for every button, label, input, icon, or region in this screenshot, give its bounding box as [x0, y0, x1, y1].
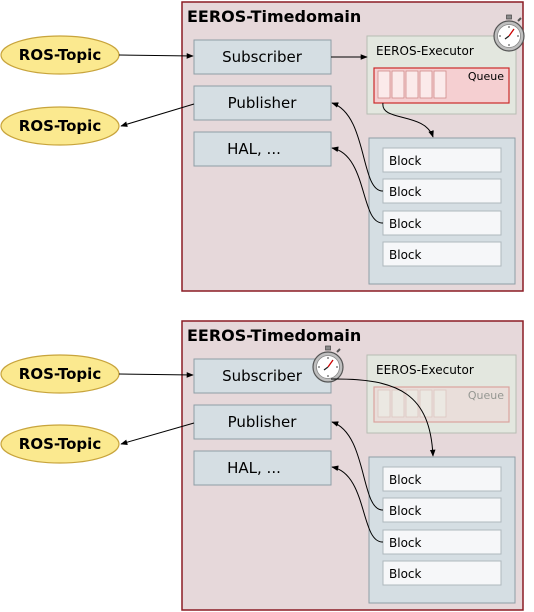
ros-topic-output-label: ROS-Topic — [19, 435, 101, 453]
queue-slot — [419, 70, 433, 99]
publisher-label: Publisher — [228, 413, 298, 431]
blocks-container: Block Block Block Block — [368, 137, 516, 285]
ros-topic-output: ROS-Topic — [0, 106, 120, 146]
publisher-label: Publisher — [228, 94, 298, 112]
ros-topic-output: ROS-Topic — [0, 424, 120, 464]
block-label: Block — [389, 504, 422, 518]
arrows — [118, 53, 434, 224]
executor-box: EEROS-Executor — [366, 354, 517, 434]
queue-label: Queue — [468, 389, 504, 402]
arrow-block-to-hal — [331, 465, 384, 543]
subscriber-box: Subscriber — [193, 39, 332, 75]
publisher-box: Publisher — [193, 85, 332, 121]
block: Block — [382, 241, 502, 267]
queue-slot — [433, 70, 447, 99]
block: Block — [382, 529, 502, 555]
block: Block — [382, 147, 502, 173]
queue: Queue — [373, 386, 510, 423]
queue-slot — [377, 389, 391, 418]
arrow-block-to-publisher — [331, 102, 384, 192]
block-label: Block — [389, 248, 422, 262]
subscriber-box: Subscriber — [193, 358, 332, 394]
block-label: Block — [389, 154, 422, 168]
executor-label: EEROS-Executor — [376, 363, 474, 377]
diagram-2: EEROS-Timedomain ROS-Topic ROS-Topic Sub… — [0, 320, 524, 611]
arrow-block-to-publisher — [331, 421, 384, 511]
subscriber-label: Subscriber — [222, 48, 303, 66]
block: Block — [382, 210, 502, 236]
ros-topic-output-label: ROS-Topic — [19, 117, 101, 135]
ros-topic-input: ROS-Topic — [0, 354, 120, 394]
arrows — [118, 372, 436, 543]
arrow-queue-to-blocks — [382, 102, 434, 138]
queue-slot — [391, 70, 405, 99]
timedomain-title: EEROS-Timedomain — [187, 7, 361, 26]
ros-topic-input: ROS-Topic — [0, 35, 120, 75]
hal-box: HAL, ... — [193, 131, 332, 167]
queue-slot — [405, 70, 419, 99]
arrow-topic-to-subscriber — [118, 372, 194, 378]
queue-slot — [377, 70, 391, 99]
queue-slot — [391, 389, 405, 418]
queue-slot — [433, 389, 447, 418]
block: Block — [382, 466, 502, 492]
hal-label: HAL, ... — [227, 140, 281, 158]
publisher-box: Publisher — [193, 404, 332, 440]
arrow-block-to-hal — [331, 146, 384, 224]
block: Block — [382, 560, 502, 586]
arrow-subscriber-to-blocks — [330, 378, 436, 457]
ros-topic-input-label: ROS-Topic — [19, 365, 101, 383]
arrow-publisher-to-topic — [120, 103, 195, 127]
block-label: Block — [389, 217, 422, 231]
queue: Queue — [373, 67, 510, 104]
block: Block — [382, 497, 502, 523]
blocks-container: Block Block Block Block — [368, 456, 516, 604]
executor-label: EEROS-Executor — [376, 44, 474, 58]
ros-topic-input-label: ROS-Topic — [19, 46, 101, 64]
block-label: Block — [389, 185, 422, 199]
arrow-publisher-to-topic — [120, 422, 195, 445]
block: Block — [382, 178, 502, 204]
timedomain-title: EEROS-Timedomain — [187, 326, 361, 345]
subscriber-label: Subscriber — [222, 367, 303, 385]
arrow-topic-to-subscriber — [118, 53, 194, 59]
queue-label: Queue — [468, 70, 504, 83]
block-label: Block — [389, 473, 422, 487]
block-label: Block — [389, 536, 422, 550]
hal-box: HAL, ... — [193, 450, 332, 486]
hal-label: HAL, ... — [227, 459, 281, 477]
diagram-1: EEROS-Timedomain ROS-Topic ROS-Topic Sub… — [0, 1, 525, 292]
block-label: Block — [389, 567, 422, 581]
queue-slot — [419, 389, 433, 418]
queue-slot — [405, 389, 419, 418]
